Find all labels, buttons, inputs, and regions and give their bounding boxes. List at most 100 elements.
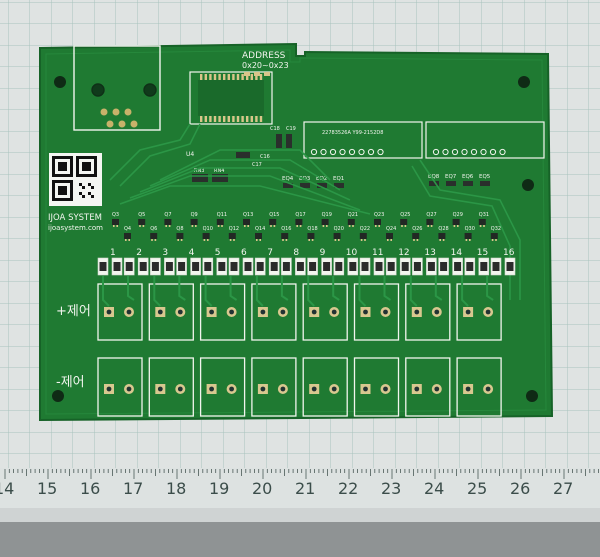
rn-label-2: RN4	[214, 168, 224, 174]
eq-label: EQ4	[282, 176, 294, 182]
transistor-label: Q12	[229, 226, 239, 232]
ruler-number: 22	[338, 479, 358, 498]
ruler-number: 25	[467, 479, 487, 498]
transistor-label: Q15	[269, 212, 279, 218]
header-outlines	[303, 121, 545, 159]
qr-logo	[49, 153, 102, 206]
terminal-block	[251, 357, 297, 417]
channel-number: 6	[241, 248, 247, 258]
header-pins	[310, 148, 506, 156]
resistor-network-2	[212, 174, 228, 182]
ic-label: U4	[186, 151, 194, 158]
transistor-label: Q5	[138, 212, 145, 218]
transistor-label: Q22	[360, 226, 370, 232]
transistor-label: Q19	[322, 212, 332, 218]
channel-number: 1	[110, 248, 116, 258]
ruler-number: 21	[295, 479, 315, 498]
transistor-label: Q32	[491, 226, 501, 232]
address-jumpers	[244, 72, 270, 76]
address-title: ADDRESS	[242, 51, 286, 61]
transistor-label: Q28	[438, 226, 448, 232]
transistor-label: Q31	[479, 212, 489, 218]
cap-label-4: C17	[252, 162, 262, 168]
channel-number: 3	[162, 248, 168, 258]
transistor-label: Q10	[203, 226, 213, 232]
channel-number: 14	[451, 248, 463, 258]
transistor-label: Q3	[112, 212, 119, 218]
transistor-label: Q24	[386, 226, 396, 232]
terminal-block	[353, 283, 400, 341]
terminal-block	[456, 357, 502, 417]
channel-number: 13	[424, 248, 435, 258]
terminal-block	[148, 357, 194, 417]
terminal-block	[405, 283, 451, 341]
channel-number: 15	[477, 248, 488, 258]
ruler-number: 19	[209, 479, 229, 498]
ruler-numbers: 1415161718192021222324252627	[0, 479, 573, 498]
transistor-label: Q9	[191, 212, 198, 218]
channel-number: 10	[346, 248, 358, 258]
transistor-label: Q14	[255, 226, 265, 232]
minus-control-label: -제어	[56, 375, 85, 390]
ruler-strip	[0, 468, 600, 508]
eq-label: EQ8	[428, 174, 440, 180]
ruler-number: 17	[123, 479, 143, 498]
channel-number: 4	[189, 248, 195, 258]
eq-label: EQ6	[462, 174, 474, 180]
terminal-block	[302, 357, 348, 417]
eq-label: EQ7	[445, 174, 457, 180]
ruler-number: 14	[0, 479, 14, 498]
logo-url: ijoasystem.com	[48, 224, 103, 232]
minus-terminal-blocks	[97, 357, 502, 417]
transistor-label: Q27	[426, 212, 436, 218]
transistor-label: Q11	[217, 212, 227, 218]
channel-number: 2	[136, 248, 142, 258]
ruler-number: 24	[424, 479, 444, 498]
plus-control-label: +제어	[56, 304, 91, 319]
terminal-block	[199, 357, 246, 417]
transistor-label: Q13	[243, 212, 253, 218]
eq-label: EQ1	[333, 176, 344, 182]
resistor-row	[97, 257, 516, 276]
part-number: 22783526A Y99-2152D8	[322, 130, 383, 136]
capacitor-1	[276, 134, 282, 148]
eq-label: EQ5	[479, 174, 491, 180]
transistor-label: Q25	[400, 212, 410, 218]
ruler-number: 23	[381, 479, 401, 498]
plus-terminal-blocks	[97, 276, 502, 341]
transistor-label: Q21	[348, 212, 358, 218]
capacitor-2	[286, 134, 292, 148]
transistor-label: Q29	[453, 212, 463, 218]
cap-label-2: C19	[286, 126, 296, 132]
transistor-label: Q8	[176, 226, 183, 232]
transistor-label: Q30	[465, 226, 475, 232]
transistor-label: Q17	[295, 212, 305, 218]
terminal-block	[199, 283, 246, 341]
ruler-number: 20	[252, 479, 272, 498]
connector-footprint	[73, 45, 161, 131]
transistor-label: Q16	[281, 226, 291, 232]
terminal-block	[405, 357, 451, 417]
terminal-block	[353, 357, 400, 417]
terminal-block	[456, 283, 502, 341]
ruler-number: 16	[80, 479, 100, 498]
channel-number: 11	[372, 248, 383, 258]
channel-number: 8	[293, 248, 299, 258]
ruler-number: 18	[166, 479, 186, 498]
logo-text: IJOA SYSTEM	[48, 213, 102, 223]
pcb-inner-edge	[45, 49, 547, 415]
ruler-number: 26	[510, 479, 530, 498]
terminal-block	[302, 283, 348, 341]
channel-number: 5	[215, 248, 221, 258]
transistor-label: Q6	[150, 226, 157, 232]
table-edge	[0, 522, 600, 557]
transistor-row: Q3Q4Q5Q6Q7Q8Q9Q10Q11Q12Q13Q14Q15Q16Q17Q1…	[112, 212, 501, 241]
transistor-label: Q20	[334, 226, 344, 232]
ruler-number: 27	[553, 479, 573, 498]
channel-number: 9	[320, 248, 326, 258]
transistor-label: Q18	[307, 226, 317, 232]
rn-label-1: RN3	[194, 168, 204, 174]
mounting-holes	[52, 76, 538, 402]
